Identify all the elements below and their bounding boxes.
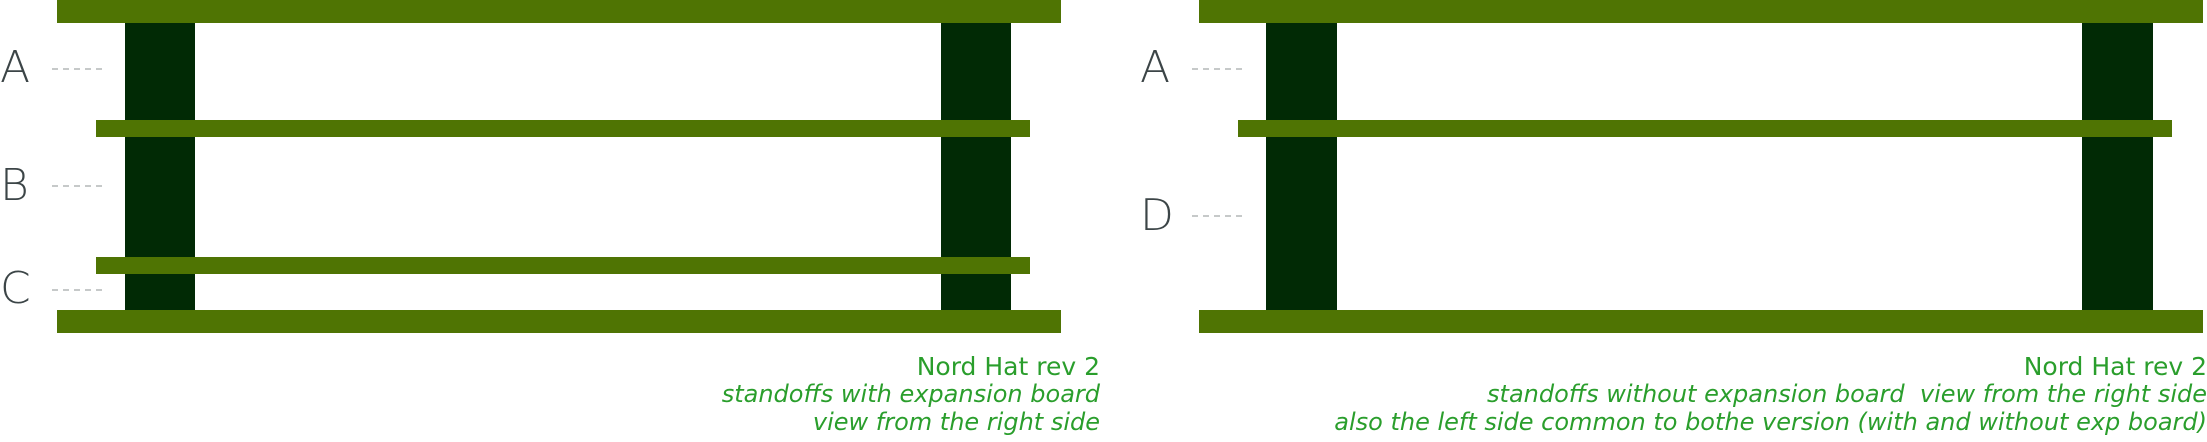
level-label-d: D [1140, 190, 1174, 241]
standoff-right-a [941, 23, 1011, 120]
standoff-right-b [941, 137, 1011, 257]
standoff-left-d [1266, 137, 1337, 310]
middle-board [96, 257, 1030, 274]
caption-line-2: view from the right side [812, 408, 1100, 436]
leader-line-a [1192, 68, 1242, 70]
standoff-left-b [125, 137, 195, 257]
standoff-right-d [2082, 137, 2153, 310]
bottom-board [1199, 310, 2203, 333]
standoff-right-a [2082, 23, 2153, 120]
diagram-without-expansion-board: A D Nord Hat rev 2 standoffs without exp… [1140, 0, 2207, 442]
caption-line-1: standoffs with expansion board [721, 380, 1100, 408]
diagram-with-expansion-board: A B C Nord Hat rev 2 standoffs with expa… [0, 0, 1100, 442]
leader-line-b [52, 185, 102, 187]
standoff-left-a [125, 23, 195, 120]
middle-board [1238, 120, 2172, 137]
caption-title: Nord Hat rev 2 [916, 352, 1100, 381]
leader-line-d [1192, 215, 1242, 217]
standoff-left-c [125, 274, 195, 310]
leader-line-c [52, 289, 102, 291]
bottom-board [57, 310, 1061, 333]
caption-title: Nord Hat rev 2 [2023, 352, 2207, 381]
level-label-a: A [1140, 42, 1171, 93]
leader-line-a [52, 68, 102, 70]
top-board [1199, 0, 2203, 23]
level-label-a: A [0, 42, 31, 93]
level-label-c: C [0, 263, 31, 314]
caption-line-2: also the left side common to bothe versi… [1334, 408, 2207, 436]
top-board [57, 0, 1061, 23]
caption-line-1: standoffs without expansion board view f… [1487, 380, 2207, 408]
standoff-left-a [1266, 23, 1337, 120]
standoff-right-c [941, 274, 1011, 310]
level-label-b: B [0, 160, 29, 211]
expansion-board [96, 120, 1030, 137]
